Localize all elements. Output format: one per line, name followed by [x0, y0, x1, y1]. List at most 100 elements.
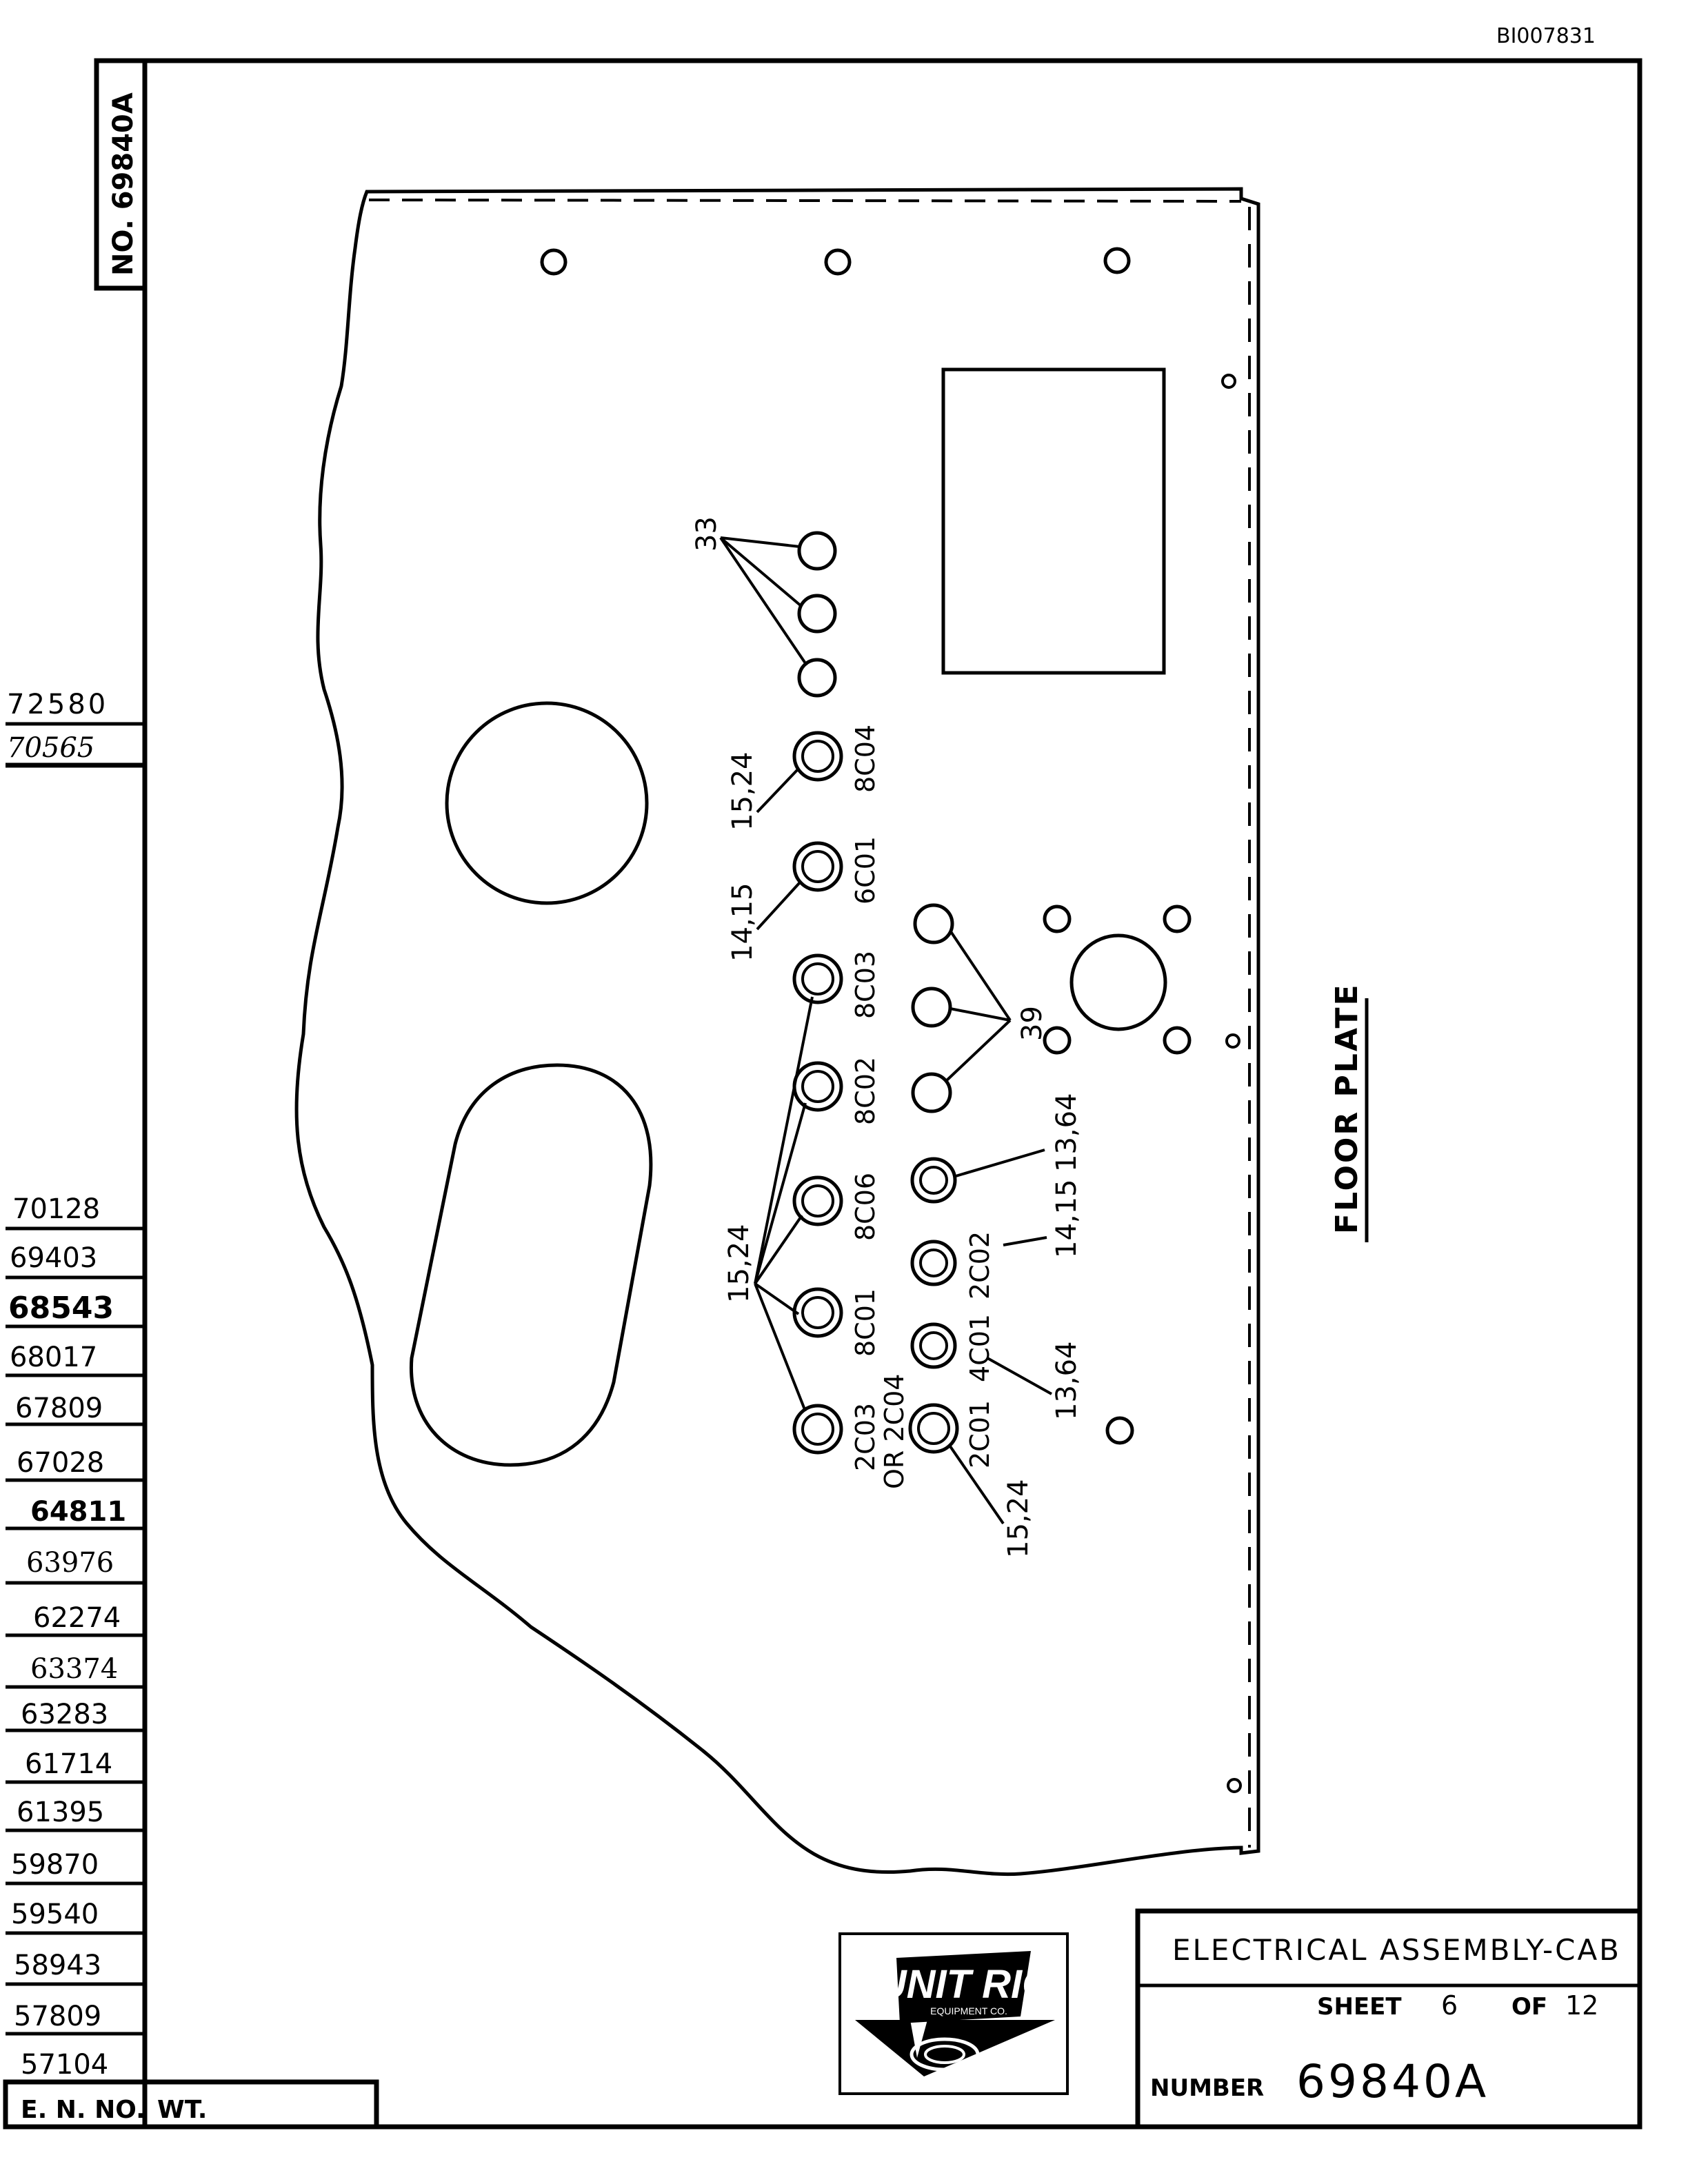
rectangular-cutout — [941, 367, 1166, 675]
right-connector-column — [908, 1157, 959, 1454]
revision-number: 72580 — [7, 689, 108, 720]
label-8c02: 8C02 — [850, 1057, 881, 1125]
revision-number: 70565 — [7, 732, 94, 764]
revision-number: 58943 — [14, 1950, 101, 1981]
hole — [913, 903, 954, 944]
mounting-hole — [824, 248, 852, 276]
right-connector-labels: 2C02 4C01 2C01 — [965, 1231, 995, 1468]
revision-number: 70128 — [12, 1193, 100, 1225]
callout-33: 33 — [691, 516, 723, 552]
small-hole — [1225, 1033, 1240, 1049]
hole — [797, 531, 837, 571]
sheet-border — [142, 58, 1642, 2130]
drawing-number-box — [94, 58, 148, 291]
revision-number: 64811 — [30, 1496, 126, 1528]
floor-plate-flange-top — [368, 199, 1242, 203]
revision-number: 63976 — [26, 1547, 114, 1579]
connector-2c01 — [908, 1403, 959, 1454]
item-33-group: 33 — [691, 516, 837, 698]
number-label: NUMBER — [1150, 2074, 1264, 2102]
revision-number: 67809 — [15, 1393, 103, 1424]
sheet-total: 12 — [1565, 1990, 1598, 2021]
mounting-hole — [1163, 1026, 1192, 1055]
connector-8c04 — [792, 731, 843, 782]
sheet-label: SHEET — [1317, 1993, 1402, 2021]
revision-number: 61395 — [17, 1797, 104, 1828]
label-6c01: 6C01 — [850, 836, 881, 904]
of-label: OF — [1511, 1993, 1547, 2021]
connector-8c03 — [792, 953, 843, 1004]
connector-2c02 — [910, 1240, 957, 1286]
left-connector-labels: 8C04 6C01 8C03 8C02 8C06 8C01 2C03 OR 2C… — [850, 725, 910, 1489]
label-8c06: 8C06 — [850, 1173, 881, 1241]
revision-numbers: 72580 70565 70128 69403 68543 68017 6780… — [7, 689, 126, 2081]
hole — [797, 594, 837, 634]
label-8c04: 8C04 — [850, 725, 881, 793]
title-block: ELECTRICAL ASSEMBLY-CAB SHEET 6 OF 12 NU… — [1135, 1908, 1642, 2130]
revision-number: 63283 — [21, 1699, 108, 1730]
mounting-hole — [540, 248, 567, 276]
label-2c02: 2C02 — [965, 1231, 995, 1300]
callout-15-24-top: 15,24 — [727, 751, 758, 831]
revision-number: 62274 — [33, 1602, 121, 1634]
company-logo: UNIT RIG EQUIPMENT CO. — [838, 1932, 1069, 2095]
hole — [797, 658, 837, 698]
revision-number: 68017 — [10, 1342, 97, 1373]
revision-number: 59540 — [11, 1899, 99, 1930]
connector-6c01 — [792, 841, 843, 892]
left-connector-column — [792, 731, 843, 1455]
label-8c01: 8C01 — [850, 1288, 881, 1357]
connector-2c03 — [792, 1404, 843, 1455]
callout-13-64-bottom: 13,64 — [1051, 1341, 1083, 1420]
logo-text: UNIT RIG — [878, 1962, 1054, 2007]
callout-15-24-mid: 15,24 — [723, 1224, 755, 1303]
label-2c01: 2C01 — [965, 1400, 995, 1468]
round-pattern — [1043, 904, 1192, 1055]
oblong-cutout — [409, 1063, 653, 1467]
callout-14-15-right: 14,15 — [1051, 1179, 1083, 1258]
drawing-number: 69840A — [1296, 2055, 1489, 2108]
center-hole — [1069, 933, 1167, 1031]
part-title: FLOOR PLATE — [1329, 982, 1365, 1234]
label-or-2c04: OR 2C04 — [879, 1374, 910, 1489]
mounting-hole — [1043, 904, 1072, 933]
label-8c03: 8C03 — [850, 951, 881, 1019]
mounting-hole — [1163, 904, 1192, 933]
revision-header-box — [3, 2079, 379, 2130]
revision-number: 68543 — [8, 1291, 114, 1326]
revision-number: 57104 — [21, 2049, 108, 2081]
revision-number: 69403 — [10, 1242, 97, 1274]
revision-number: 63374 — [30, 1653, 118, 1685]
connector-8c06 — [792, 1175, 843, 1226]
revision-number: 67028 — [17, 1447, 104, 1479]
large-round-cutout — [445, 701, 649, 905]
drawing-number-vertical: NO. 69840A — [108, 92, 139, 276]
hole — [911, 1072, 952, 1113]
mounting-hole — [1105, 1416, 1134, 1445]
label-4c01: 4C01 — [965, 1314, 995, 1382]
small-hole — [1221, 374, 1236, 389]
mounting-hole — [1103, 247, 1131, 274]
callout-39: 39 — [1016, 1006, 1048, 1041]
en-no-header: E. N. NO. — [21, 2096, 145, 2124]
document-id: BI007831 — [1496, 24, 1596, 48]
mounting-hole — [1043, 1026, 1072, 1055]
item-39-group: 39 — [911, 903, 1048, 1113]
callout-13-64-top: 13,64 — [1051, 1093, 1083, 1172]
callout-14-15-left: 14,15 — [727, 882, 758, 962]
connector-13-64 — [910, 1157, 957, 1204]
revision-number: 61714 — [25, 1748, 112, 1780]
label-2c03: 2C03 — [850, 1403, 881, 1471]
wt-header: WT. — [157, 2096, 207, 2124]
callout-15-24-bottom: 15,24 — [1003, 1479, 1034, 1558]
small-hole — [1227, 1778, 1242, 1793]
callout-15-24-mid-leaders — [754, 996, 814, 1412]
revision-number: 57809 — [14, 2001, 101, 2032]
logo-subtext: EQUIPMENT CO. — [930, 2005, 1007, 2016]
connector-4c01 — [910, 1322, 957, 1369]
revision-list — [6, 722, 145, 2085]
title-block-title: ELECTRICAL ASSEMBLY-CAB — [1172, 1933, 1621, 1967]
sheet-number: 6 — [1441, 1990, 1458, 2021]
floor-plate-outline — [294, 187, 1260, 1877]
